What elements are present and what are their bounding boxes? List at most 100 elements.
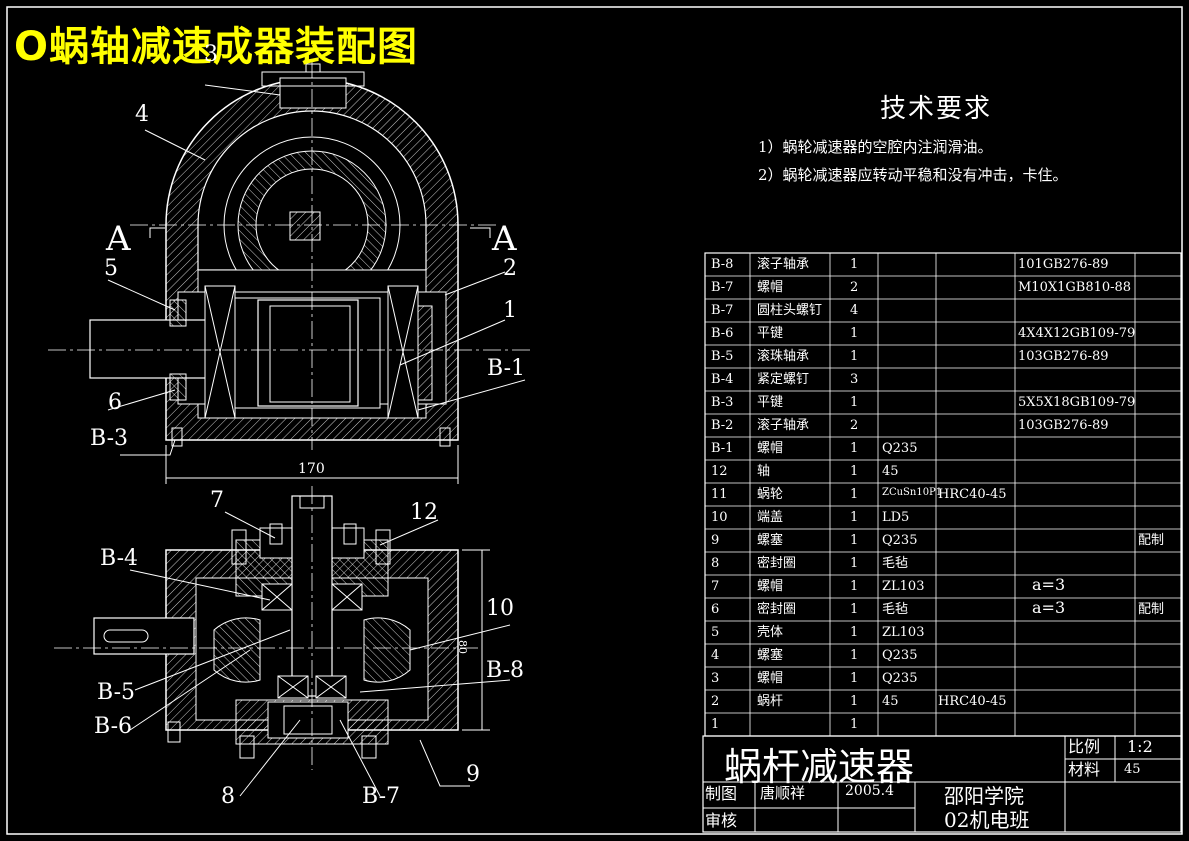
label-section-a-right: A <box>492 219 517 259</box>
cell-qty: 2 <box>850 280 859 295</box>
label-part-12: 12 <box>410 500 438 525</box>
cell-name: 滚子轴承 <box>757 418 810 433</box>
label-part-9: 9 <box>466 762 480 787</box>
drawing-title: O蜗轴减速成器装配图 <box>14 24 419 70</box>
material-label: 材料 <box>1068 760 1101 779</box>
cell-standard: 103GB276-89 <box>1018 418 1109 433</box>
drawn-label: 制图 <box>705 784 738 803</box>
label-part-4: 4 <box>135 102 149 127</box>
label-b1: B-1 <box>487 356 526 381</box>
drawn-by: 唐顺祥 <box>760 784 806 802</box>
label-b3: B-3 <box>90 426 129 451</box>
cell-no: 4 <box>711 648 720 663</box>
cell-name: 蜗轮 <box>757 487 784 502</box>
cell-note: HRC40-45 <box>938 694 1007 709</box>
label-part-3: 3 <box>204 42 218 67</box>
cell-material: Q235 <box>882 533 918 548</box>
cell-name: 端盖 <box>757 510 784 525</box>
cell-name: 圆柱头螺钉 <box>757 303 823 318</box>
cell-no: 7 <box>711 579 720 594</box>
dimension-80: 80 <box>456 640 469 654</box>
label-part-7: 7 <box>210 488 224 513</box>
cell-qty: 3 <box>850 372 859 387</box>
cell-standard: 4X4X12GB109-79 <box>1018 326 1136 341</box>
cell-qty: 1 <box>850 579 859 594</box>
cell-name: 轴 <box>757 464 771 479</box>
cell-name: 螺帽 <box>757 671 784 686</box>
cell-standard: M10X1GB810-88 <box>1018 280 1132 295</box>
scale-value: 1:2 <box>1127 737 1153 756</box>
cell-qty: 1 <box>850 257 859 272</box>
cell-qty: 1 <box>850 625 859 640</box>
label-part-6: 6 <box>108 390 122 415</box>
cell-standard: 103GB276-89 <box>1018 349 1109 364</box>
cell-standard: 5X5X18GB109-79 <box>1018 395 1136 410</box>
cell-standard: a=3 <box>1032 598 1066 617</box>
cell-no: B-1 <box>711 441 734 456</box>
cell-no: B-4 <box>711 372 734 387</box>
label-b7: B-7 <box>362 784 401 809</box>
cell-material: 45 <box>882 464 899 479</box>
cell-name: 螺塞 <box>757 648 784 663</box>
dimension-170: 170 <box>298 461 325 477</box>
cell-name: 螺帽 <box>757 441 784 456</box>
cell-standard: a=3 <box>1032 575 1066 594</box>
cell-qty: 1 <box>850 349 859 364</box>
label-b6: B-6 <box>94 714 133 739</box>
cell-material: Q235 <box>882 671 918 686</box>
title-block-drawing-name: 蜗杆减速器 <box>724 745 915 789</box>
cell-no: 11 <box>711 487 728 502</box>
bottom-view <box>54 486 511 797</box>
cell-material: 45 <box>882 694 899 709</box>
cell-name: 螺帽 <box>757 579 784 594</box>
cell-standard: 101GB276-89 <box>1018 257 1109 272</box>
cell-remark: 配制 <box>1138 602 1165 617</box>
label-part-10: 10 <box>486 596 514 621</box>
cell-material: ZL103 <box>882 625 925 640</box>
cell-no: B-6 <box>711 326 734 341</box>
material-value: 45 <box>1124 762 1141 777</box>
cell-qty: 1 <box>850 602 859 617</box>
cell-qty: 1 <box>850 441 859 456</box>
requirement-item-1: 1）蜗轮减速器的空腔内注润滑油。 <box>758 138 993 156</box>
label-part-2: 2 <box>503 256 517 281</box>
cell-qty: 1 <box>850 648 859 663</box>
drawing-frame <box>6 6 1183 835</box>
label-b5: B-5 <box>97 680 136 705</box>
cell-name: 滚珠轴承 <box>757 349 810 364</box>
cell-qty: 1 <box>850 671 859 686</box>
cell-name: 螺帽 <box>757 280 784 295</box>
cell-qty: 1 <box>850 395 859 410</box>
cell-no: 2 <box>711 694 720 709</box>
cell-no: 9 <box>711 533 720 548</box>
cell-qty: 1 <box>850 533 859 548</box>
cell-material: ZCuSn10P1 <box>882 487 943 498</box>
title-block-grid <box>702 735 1182 833</box>
cell-material: Q235 <box>882 648 918 663</box>
drawing-date: 2005.4 <box>845 783 894 799</box>
cell-name: 蜗杆 <box>757 694 784 709</box>
top-view <box>48 60 530 484</box>
cell-no: B-2 <box>711 418 734 433</box>
cell-name: 螺塞 <box>757 533 784 548</box>
cell-no: 5 <box>711 625 720 640</box>
cell-name: 壳体 <box>757 625 784 640</box>
cell-qty: 1 <box>850 556 859 571</box>
label-section-a-left: A <box>106 219 131 259</box>
cell-material: Q235 <box>882 441 918 456</box>
cell-no: 12 <box>711 464 728 479</box>
label-b4: B-4 <box>100 546 139 571</box>
cell-name: 平键 <box>757 326 784 341</box>
label-part-5: 5 <box>104 256 118 281</box>
cell-qty: 1 <box>850 464 859 479</box>
checked-label: 审核 <box>705 811 738 830</box>
label-part-1: 1 <box>503 298 517 323</box>
cell-no: B-3 <box>711 395 734 410</box>
cell-qty: 1 <box>850 717 859 732</box>
cell-no: 10 <box>711 510 728 525</box>
cell-qty: 1 <box>850 694 859 709</box>
cell-material: 毛毡 <box>882 556 909 571</box>
cell-no: 3 <box>711 671 720 686</box>
requirement-item-2: 2）蜗轮减速器应转动平稳和没有冲击，卡住。 <box>758 166 1068 184</box>
cell-qty: 2 <box>850 418 859 433</box>
